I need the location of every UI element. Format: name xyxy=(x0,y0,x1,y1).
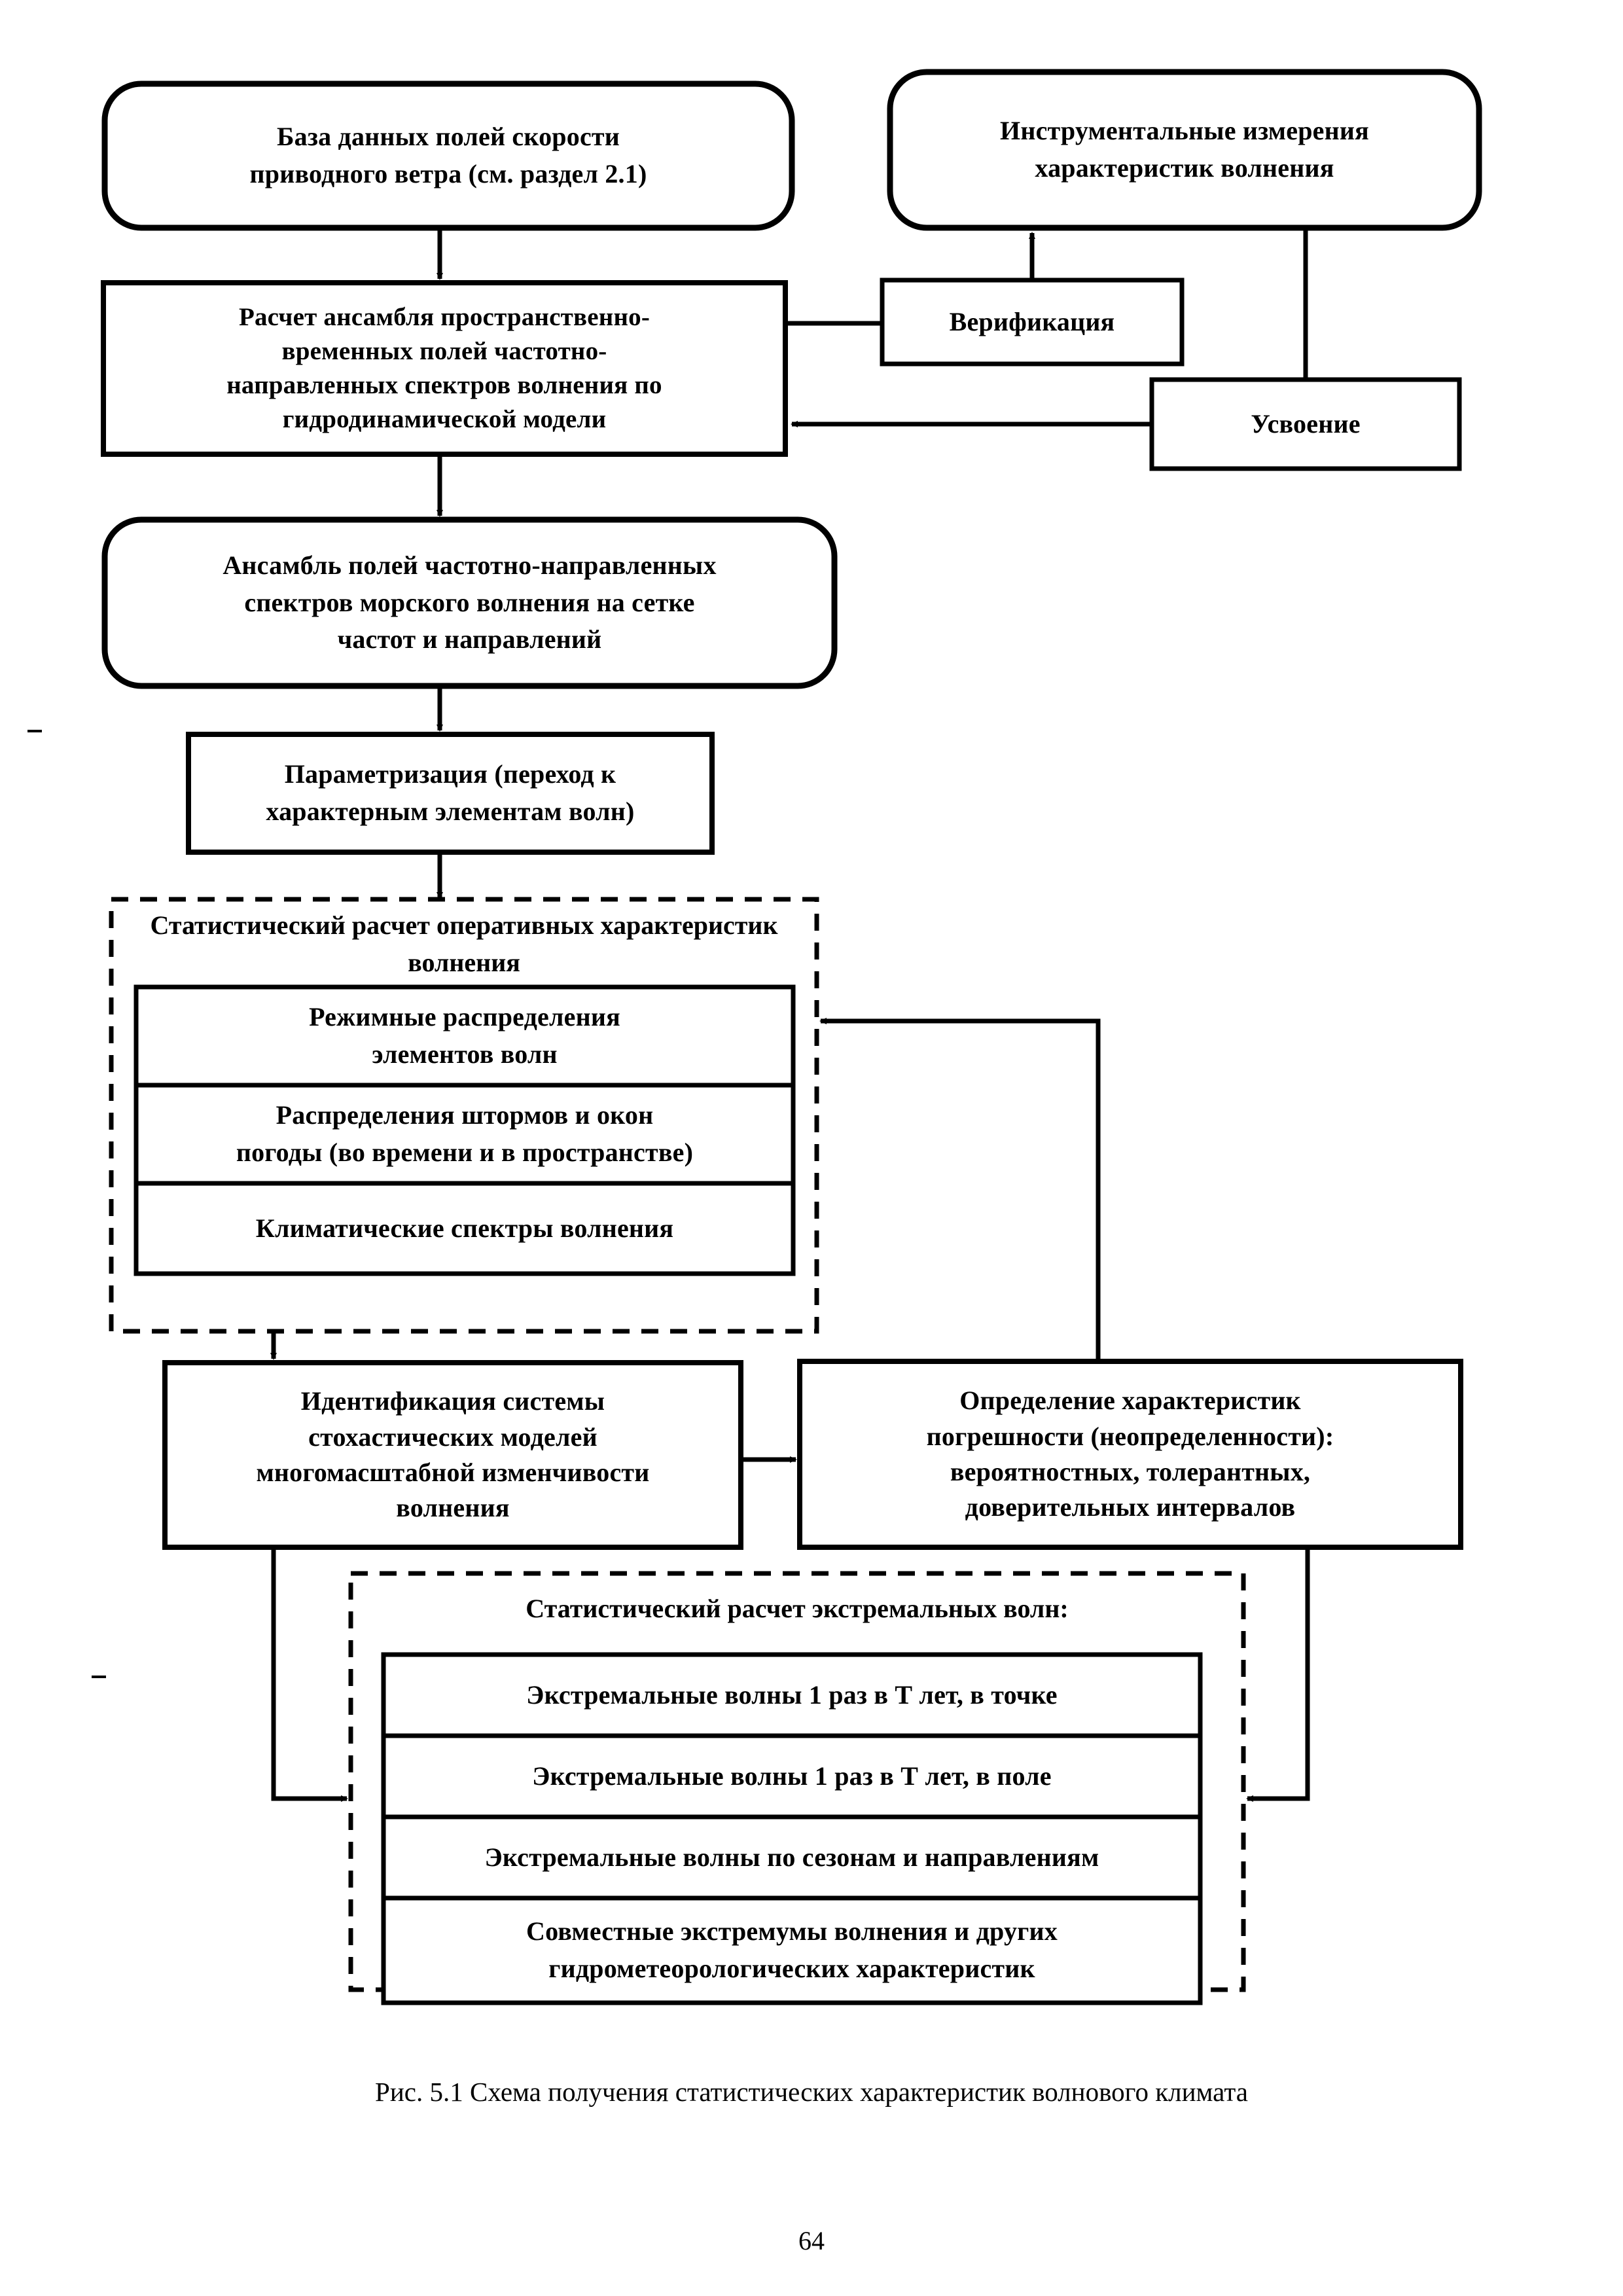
operational-stats-title-line-2: характеристик волнения xyxy=(408,910,778,977)
page-number: 64 xyxy=(798,2226,825,2255)
node-verification[interactable] xyxy=(880,278,1185,367)
group-extreme-stats[interactable] xyxy=(348,1571,1246,1992)
group2-item-box[interactable] xyxy=(381,1895,1203,2005)
margin-tick-left-lower xyxy=(92,1676,106,1678)
title-group-extreme-stats: Статистический расчет экстремальных волн… xyxy=(351,1590,1243,1628)
figure-caption: Рис. 5.1 Схема получения статистических … xyxy=(375,2077,1248,2107)
group2-item-box[interactable] xyxy=(381,1733,1203,1820)
margin-tick-left-upper xyxy=(27,730,42,732)
extreme-stats-title-line-1: Статистический расчет экстремальных волн… xyxy=(526,1594,1069,1623)
title-group-operational-stats: Статистический расчет оперативных характ… xyxy=(111,907,817,982)
edge-uncertainty-to-extremestats xyxy=(1246,1547,1310,1802)
group2-item-box[interactable] xyxy=(381,1652,1203,1738)
operational-stats-title-line-1: Статистический расчет оперативных xyxy=(150,910,594,940)
node-ensemble-fields[interactable] xyxy=(101,516,838,689)
group1-item-box[interactable] xyxy=(134,984,796,1088)
edge-identification-to-extremestats xyxy=(271,1547,348,1802)
node-assimilation[interactable] xyxy=(1149,377,1462,471)
edge-uncertainty-feedback-to-operationalstats xyxy=(819,1018,1101,1361)
node-instrumental[interactable] xyxy=(887,69,1482,231)
node-wind-db[interactable] xyxy=(101,81,795,231)
group1-item-box[interactable] xyxy=(134,1181,796,1276)
group-operational-stats[interactable] xyxy=(109,897,819,1334)
group1-item-box[interactable] xyxy=(134,1083,796,1186)
node-parametrization[interactable] xyxy=(186,732,715,855)
group2-item-box[interactable] xyxy=(381,1814,1203,1901)
node-uncertainty[interactable] xyxy=(797,1359,1463,1550)
node-identification[interactable] xyxy=(162,1360,743,1550)
node-ensemble-calc[interactable] xyxy=(101,280,788,457)
